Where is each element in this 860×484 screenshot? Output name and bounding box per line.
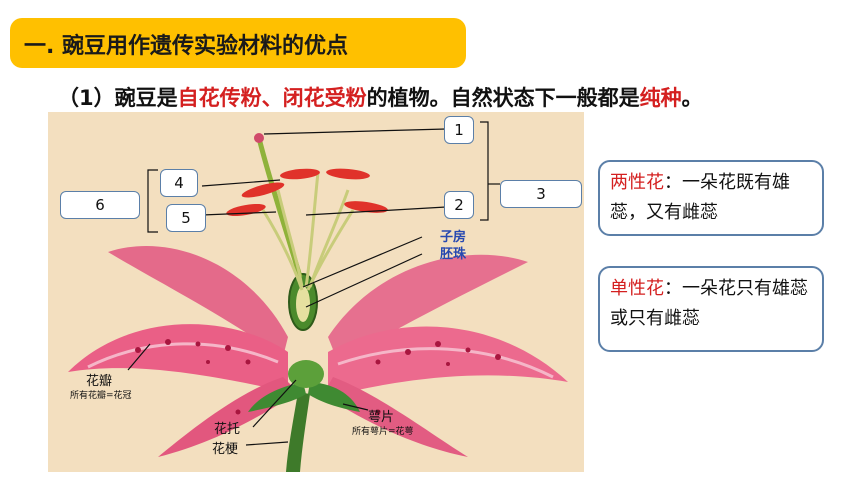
lily-illustration [68, 121, 568, 472]
blank-box-5[interactable]: 5 [166, 204, 206, 232]
petal-back-left [108, 245, 288, 357]
petal-lower-right [323, 377, 468, 457]
petal-right [328, 326, 568, 397]
label-pedicel: 花梗 [212, 442, 239, 457]
subtitle-middle: 的植物。自然状态下一般都是 [366, 86, 640, 110]
label-petal: 花瓣 [86, 374, 113, 389]
title-banner [10, 18, 466, 68]
info-unisexual-flower: 单性花：一朵花只有雄蕊或只有雌蕊 [598, 266, 824, 352]
term-unisexual: 单性花 [610, 278, 664, 299]
def-unisexual: ：一朵花只有雄蕊或只有雌蕊 [610, 278, 808, 329]
flower-diagram: 子房 胚珠 花瓣 所有花瓣=花冠 花托 花梗 萼片 所有萼片=花萼 [48, 112, 584, 472]
blank-box-1[interactable]: 1 [444, 116, 474, 144]
label-sepal-note: 所有萼片=花萼 [352, 427, 414, 437]
info-bisexual-flower: 两性花：一朵花既有雄蕊，又有雌蕊 [598, 160, 824, 236]
petal-lower-left [158, 377, 298, 457]
subtitle-highlight-purebred: 纯种 [639, 86, 682, 110]
stigma [254, 133, 264, 143]
receptacle [288, 360, 324, 388]
label-petal-note: 所有花瓣=花冠 [70, 391, 132, 401]
term-bisexual: 两性花 [610, 172, 664, 193]
subtitle: （1）豌豆是自花传粉、闭花受粉的植物。自然状态下一般都是纯种。 [58, 82, 703, 112]
blank-box-2[interactable]: 2 [444, 191, 474, 219]
def-bisexual: ：一朵花既有雄蕊，又有雌蕊 [610, 172, 790, 223]
blank-box-6[interactable]: 6 [60, 191, 140, 219]
label-ovule: 胚珠 [440, 247, 467, 262]
subtitle-prefix: （1）豌豆是 [58, 86, 178, 110]
label-sepal: 萼片 [368, 410, 395, 425]
petal-left [68, 324, 288, 392]
page-title: 一. 豌豆用作遗传实验材料的优点 [24, 34, 349, 59]
pedicel [286, 392, 310, 472]
subtitle-highlight-pollination: 自花传粉、闭花受粉 [177, 86, 367, 110]
subtitle-suffix: 。 [681, 86, 703, 110]
label-receptacle: 花托 [214, 422, 241, 437]
blank-box-4[interactable]: 4 [160, 169, 198, 197]
label-ovary: 子房 [440, 230, 467, 245]
sepal-left [248, 382, 306, 412]
blank-box-3[interactable]: 3 [500, 180, 582, 208]
anther [241, 182, 285, 198]
